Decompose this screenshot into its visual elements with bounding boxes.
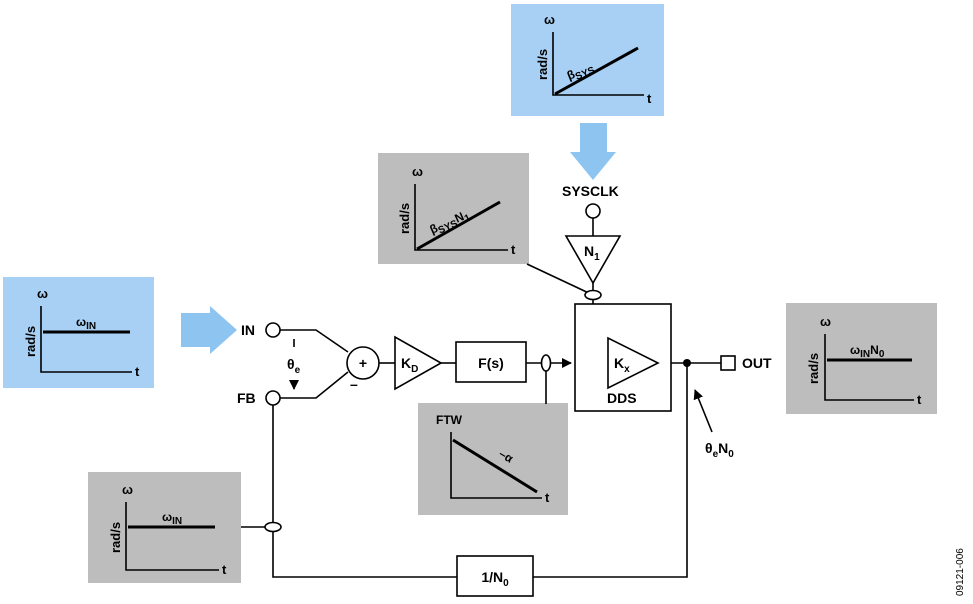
in-port-label: IN — [241, 322, 255, 338]
sysclk-frequency-panel: ω rad/s t βSYS — [511, 4, 664, 116]
kx-triangle — [607, 336, 660, 390]
sysclk-terminal — [585, 203, 601, 219]
dds-label: DDS — [607, 390, 637, 406]
panel-level-label: ωIN — [162, 510, 182, 527]
n1-tap-wire — [526, 263, 594, 296]
ftw-panel-bg — [418, 403, 568, 515]
panel-y-label: ω — [820, 314, 831, 329]
in-frequency-panel: ω rad/s t ωIN — [3, 277, 154, 388]
summer-circle — [346, 346, 380, 380]
ftw-ramp-line — [452, 438, 538, 494]
panel-y-label: ω — [122, 482, 133, 497]
kd-triangle — [394, 335, 443, 391]
kd-label: KD — [401, 355, 418, 375]
fb-wire — [280, 371, 349, 399]
phase-error-label: θe — [287, 356, 301, 376]
panel-y-label: ω — [37, 286, 48, 301]
divider-label: 1/N0 — [481, 569, 509, 589]
filter-label: F(s) — [478, 355, 504, 371]
ftw-title: FTW — [436, 413, 463, 427]
ftw-panel: FTW t –α — [418, 403, 568, 515]
panel-axes — [552, 32, 644, 96]
dds-block: DDS Kx — [574, 303, 672, 412]
panel-y-label: ω — [544, 12, 555, 27]
ftw-axes — [450, 432, 542, 499]
panel-y-label: ω — [412, 164, 423, 179]
panel-axes — [40, 306, 132, 373]
filter-probe-marker — [540, 354, 552, 372]
sysclk-panel-bg — [511, 4, 664, 116]
sysclk-node: SYSCLK — [562, 183, 619, 219]
panel-axis-label: rad/s — [535, 49, 550, 80]
n1-label: N1 — [584, 243, 600, 263]
panel-x-label: t — [917, 392, 922, 407]
panel-level-label: ωIN — [76, 315, 96, 332]
kx-label: Kx — [614, 355, 630, 375]
sysclk-label: SYSCLK — [562, 183, 619, 199]
figure-id: 09121-006 — [955, 548, 966, 596]
panel-x-label: t — [647, 91, 652, 106]
panel-axis-label: rad/s — [806, 353, 821, 384]
panel-axes — [125, 502, 219, 571]
in-feed-arrow — [181, 306, 237, 354]
fb-port-terminal — [265, 390, 281, 406]
fb-port-label: FB — [237, 390, 256, 406]
n1-probe-marker — [584, 289, 602, 301]
panel-ramp-line — [416, 200, 501, 251]
kd-gain-block: KD — [394, 335, 443, 391]
divider-block: 1/N0 — [456, 555, 534, 597]
panel-axis-label: rad/s — [108, 522, 123, 553]
fb-frequency-panel: ω rad/s t ωIN — [88, 472, 241, 583]
panel-ramp-line — [554, 46, 639, 96]
out-port-label: OUT — [742, 355, 772, 371]
in-wire — [280, 329, 349, 353]
ftw-slope-label: –α — [497, 446, 517, 465]
filter-box — [455, 341, 527, 383]
n1-triangle — [564, 235, 622, 285]
out-port-terminal — [720, 355, 736, 371]
out-phase-label: θeN0 — [705, 440, 734, 460]
panel-axes — [824, 334, 914, 401]
feedback-loop-wire — [272, 363, 688, 578]
panel-axes — [414, 184, 508, 251]
divider-box — [456, 555, 534, 597]
panel-x-label: t — [222, 562, 227, 577]
summer-plus: + — [359, 355, 367, 371]
summing-junction: + – — [346, 346, 380, 392]
n1-output-frequency-panel: ω rad/s t βSYSN1 — [378, 153, 529, 264]
out-phase-arrow — [693, 389, 713, 433]
summer-minus: – — [350, 376, 358, 392]
panel-x-label: t — [511, 242, 516, 257]
panel-x-label: t — [135, 364, 140, 379]
loop-filter-block: F(s) — [455, 341, 527, 383]
fb-probe-marker — [264, 521, 282, 533]
panel-level-label: ωINN0 — [850, 343, 885, 360]
sysclk-feed-arrow — [570, 123, 616, 180]
n1-divider: N1 — [564, 235, 622, 285]
in-port-terminal — [265, 322, 281, 338]
panel-axis-label: rad/s — [397, 203, 412, 234]
panel-axis-label: rad/s — [23, 326, 38, 357]
ftw-x-label: t — [545, 490, 550, 505]
out-junction-dot — [683, 359, 691, 367]
out-frequency-panel: ω rad/s t ωINN0 — [786, 303, 937, 414]
n1-panel-bg — [378, 153, 529, 264]
